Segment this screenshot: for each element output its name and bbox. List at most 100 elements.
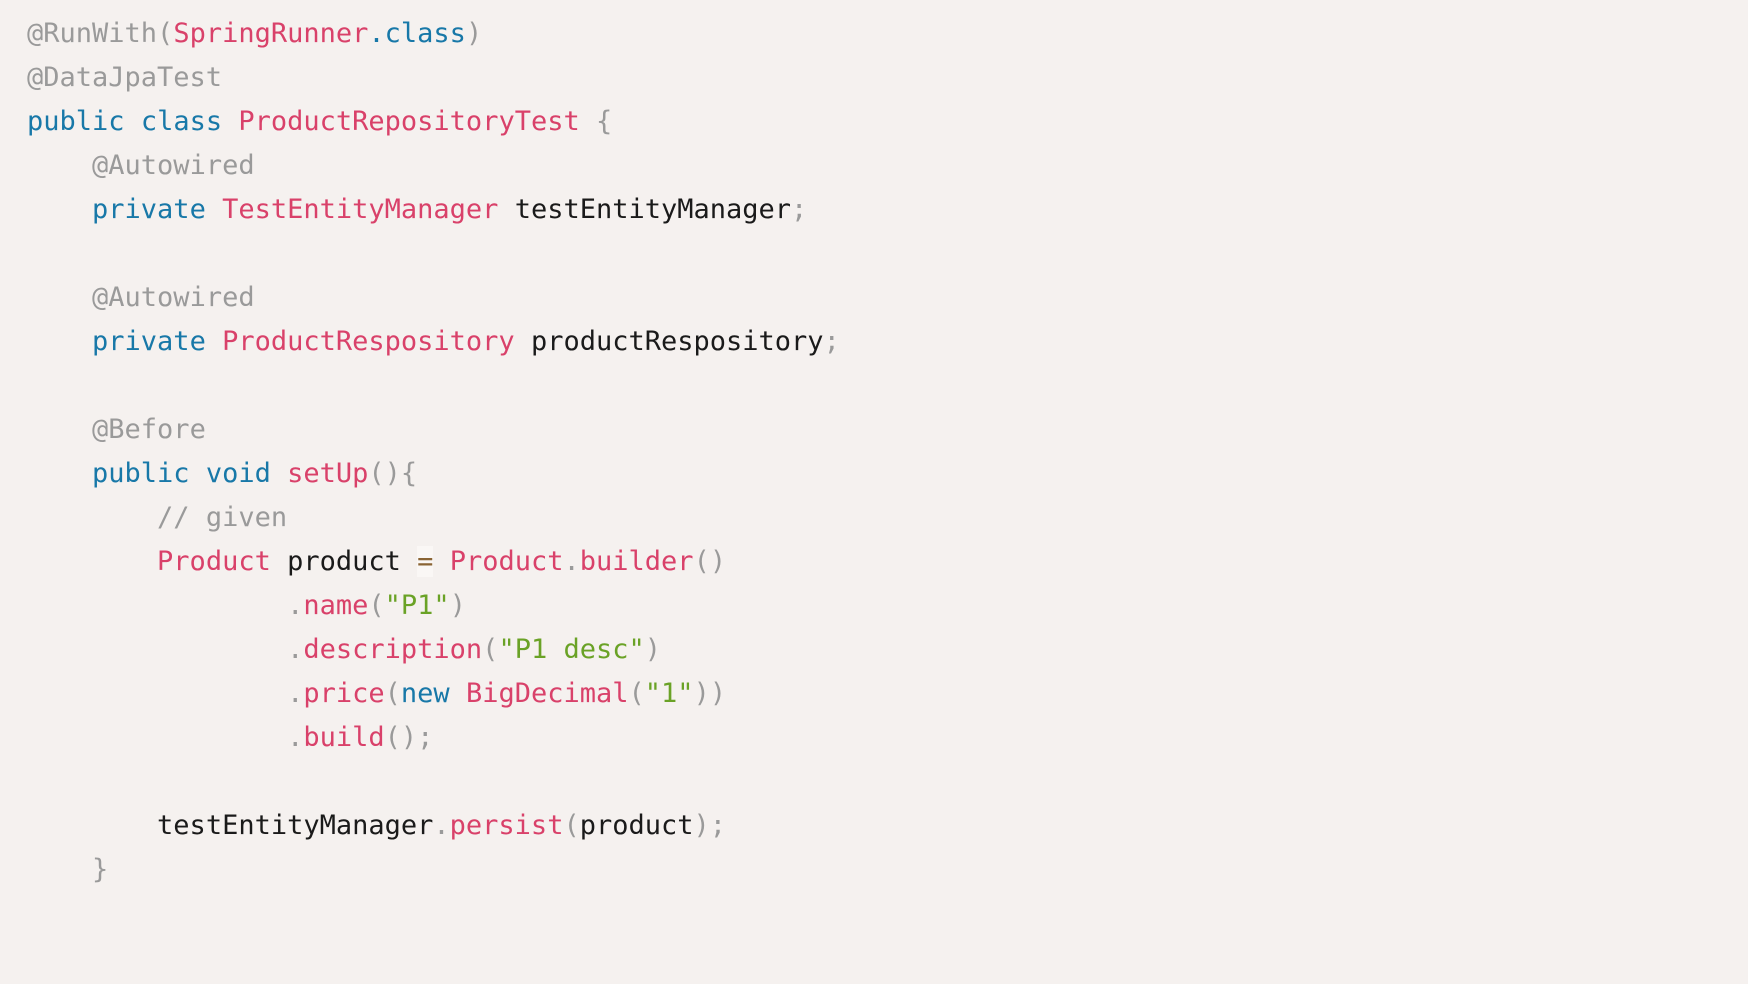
- code-line[interactable]: @Autowired: [27, 276, 1748, 320]
- code-token-type: SpringRunner: [173, 18, 369, 49]
- code-token-ann: @Autowired: [92, 282, 255, 313]
- code-token-plain: [222, 106, 238, 137]
- code-token-plain: [498, 194, 514, 225]
- code-token-punc: .: [287, 678, 304, 709]
- code-token-kw: void: [205, 458, 271, 489]
- code-line[interactable]: // given: [27, 496, 1748, 540]
- code-token-punc: ): [465, 18, 483, 49]
- code-token-punc: )): [693, 678, 727, 709]
- code-token-type: Product: [449, 546, 564, 577]
- code-token-kw: class: [384, 18, 466, 49]
- code-token-plain: [271, 546, 287, 577]
- code-token-punc: .: [287, 634, 304, 665]
- code-token-plain: [515, 326, 531, 357]
- code-token-type: BigDecimal: [465, 678, 629, 709]
- code-token-ann: @Autowired: [92, 150, 255, 181]
- code-indent: [27, 634, 287, 665]
- code-token-kw: .: [368, 18, 385, 49]
- code-indent: [27, 678, 287, 709]
- code-indent: [27, 458, 92, 489]
- code-token-meth: setUp: [287, 458, 369, 489]
- code-token-str: "P1": [384, 590, 450, 621]
- code-indent: [27, 722, 287, 753]
- code-token-plain: [580, 106, 596, 137]
- code-token-id: product: [287, 546, 401, 577]
- code-indent: [27, 194, 92, 225]
- code-line[interactable]: @RunWith(SpringRunner.class): [27, 12, 1748, 56]
- code-token-punc: ): [449, 590, 466, 621]
- code-token-plain: [450, 678, 466, 709]
- code-token-meth: description: [303, 634, 483, 665]
- code-line[interactable]: public class ProductRepositoryTest {: [27, 100, 1748, 144]
- code-token-kw: public: [27, 106, 125, 137]
- code-line[interactable]: Product product = Product.builder(): [27, 540, 1748, 584]
- code-token-punc: ): [644, 634, 662, 665]
- code-token-id: testEntityManager: [514, 194, 792, 225]
- code-token-type: Product: [157, 546, 271, 577]
- code-line[interactable]: .name("P1"): [27, 584, 1748, 628]
- code-token-kw: class: [140, 106, 223, 137]
- code-token-meth: name: [303, 590, 369, 621]
- code-line[interactable]: @Before: [27, 408, 1748, 452]
- code-line[interactable]: }: [27, 848, 1748, 892]
- code-token-kw: private: [92, 194, 206, 225]
- code-token-plain: [206, 326, 222, 357]
- code-token-ann: @RunWith: [27, 18, 158, 49]
- code-line[interactable]: private ProductRespository productRespos…: [27, 320, 1748, 364]
- code-line[interactable]: [27, 760, 1748, 804]
- code-token-id: testEntityManager: [157, 810, 434, 841]
- code-token-ann: @DataJpaTest: [27, 62, 223, 93]
- code-token-ann: @Before: [92, 414, 206, 445]
- code-token-punc: (: [368, 590, 385, 621]
- code-token-punc: ();: [384, 722, 434, 753]
- code-line[interactable]: [27, 364, 1748, 408]
- code-line[interactable]: private TestEntityManager testEntityMana…: [27, 188, 1748, 232]
- code-line[interactable]: .build();: [27, 716, 1748, 760]
- code-token-meth: build: [303, 722, 385, 753]
- code-token-id: product: [579, 810, 694, 841]
- code-token-punc: .: [287, 722, 304, 753]
- code-token-meth: price: [303, 678, 385, 709]
- code-token-op: =: [417, 546, 434, 577]
- code-token-str: "P1 desc": [498, 634, 645, 665]
- code-line[interactable]: .description("P1 desc"): [27, 628, 1748, 672]
- code-indent: [27, 854, 92, 885]
- code-token-plain: [190, 458, 206, 489]
- code-line[interactable]: @Autowired: [27, 144, 1748, 188]
- code-line[interactable]: public void setUp(){: [27, 452, 1748, 496]
- code-indent: [27, 414, 92, 445]
- code-token-punc: (: [482, 634, 499, 665]
- code-token-meth: builder: [579, 546, 694, 577]
- code-line[interactable]: @DataJpaTest: [27, 56, 1748, 100]
- code-indent: [27, 326, 92, 357]
- code-token-punc: (: [384, 678, 401, 709]
- code-token-punc: (: [628, 678, 645, 709]
- code-token-plain: [125, 106, 141, 137]
- code-token-punc: );: [693, 810, 727, 841]
- code-token-type: TestEntityManager: [222, 194, 499, 225]
- code-token-punc: ;: [823, 326, 840, 357]
- code-indent: [27, 282, 92, 313]
- code-line[interactable]: .price(new BigDecimal("1")): [27, 672, 1748, 716]
- code-token-plain: [433, 546, 449, 577]
- code-indent: [27, 546, 157, 577]
- code-indent: [27, 590, 287, 621]
- code-token-punc: .: [563, 546, 580, 577]
- code-token-plain: [401, 546, 417, 577]
- code-token-punc: (: [563, 810, 580, 841]
- code-token-punc: ;: [791, 194, 808, 225]
- code-line[interactable]: [27, 232, 1748, 276]
- code-token-punc: .: [287, 590, 304, 621]
- code-token-kw: new: [400, 678, 450, 709]
- code-token-punc: (): [693, 546, 727, 577]
- code-token-kw: public: [92, 458, 190, 489]
- code-token-str: "1": [644, 678, 694, 709]
- code-indent: [27, 150, 92, 181]
- code-token-plain: [271, 458, 287, 489]
- code-indent: [27, 810, 157, 841]
- code-token-plain: [206, 194, 222, 225]
- code-token-punc: }: [92, 854, 109, 885]
- code-line[interactable]: testEntityManager.persist(product);: [27, 804, 1748, 848]
- code-token-id: productRespository: [530, 326, 824, 357]
